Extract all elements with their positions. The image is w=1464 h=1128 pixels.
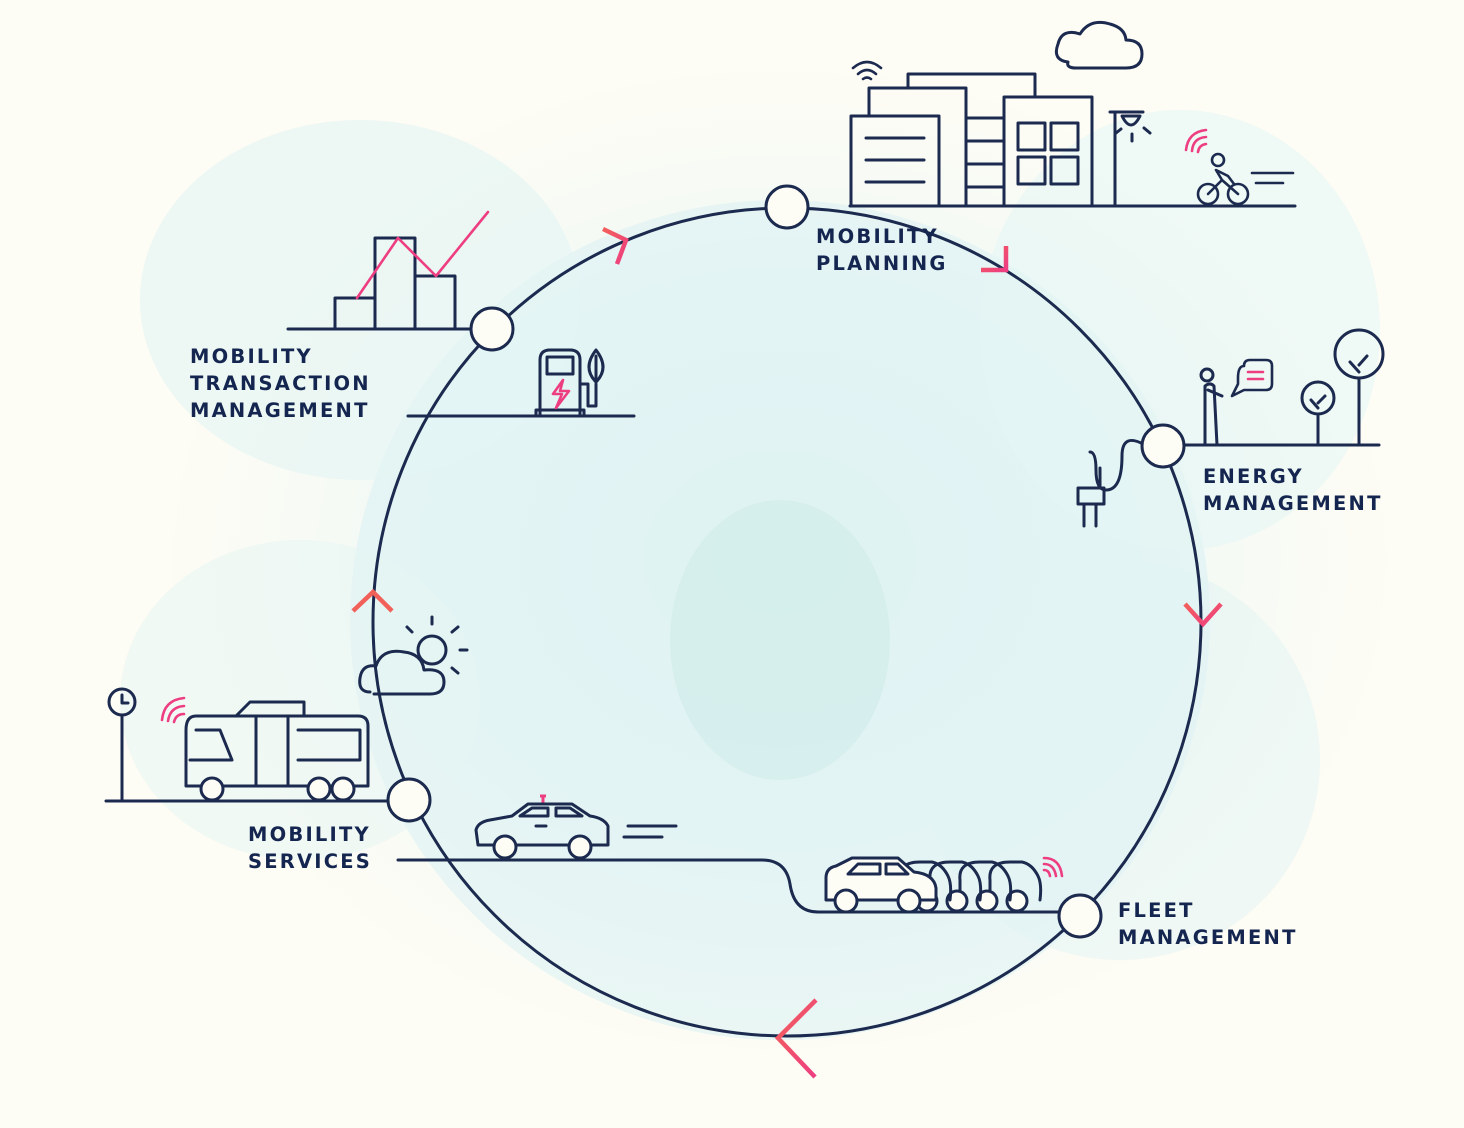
street-lamp-icon <box>1108 110 1152 208</box>
person-with-phone-icon <box>1199 367 1224 447</box>
leaf-icon <box>587 348 605 384</box>
label-line: MANAGEMENT <box>190 399 370 422</box>
label-mobility-services: MOBILITY SERVICES <box>248 821 372 875</box>
chat-bubble-icon <box>1230 358 1274 398</box>
label-line: FLEET <box>1118 899 1195 922</box>
label-line: PLANNING <box>816 252 948 275</box>
cloud-icon <box>1054 20 1144 70</box>
cyclist-icon <box>1184 128 1295 206</box>
power-plug-icon <box>1076 438 1147 528</box>
label-fleet-management: FLEET MANAGEMENT <box>1118 897 1298 951</box>
road-line <box>396 858 1082 914</box>
label-line: SERVICES <box>248 850 373 873</box>
node-mobility-transaction-management[interactable] <box>469 306 515 352</box>
wifi-icon <box>851 60 883 81</box>
bar-chart-icon <box>286 210 490 331</box>
label-line: MOBILITY <box>816 225 939 248</box>
label-line: TRANSACTION <box>190 372 371 395</box>
car-fleet-icon <box>824 856 1064 914</box>
city-buildings-icon <box>848 72 1297 208</box>
node-mobility-planning[interactable] <box>764 184 810 230</box>
label-energy-management: ENERGY MANAGEMENT <box>1203 463 1383 517</box>
tree-icon <box>1180 328 1385 447</box>
bus-icon <box>160 696 370 802</box>
node-fleet-management[interactable] <box>1057 893 1103 939</box>
label-mobility-transaction-management: MOBILITY TRANSACTION MANAGEMENT <box>190 343 371 424</box>
label-line: MANAGEMENT <box>1118 926 1298 949</box>
label-line: ENERGY <box>1203 465 1304 488</box>
label-line: MOBILITY <box>190 345 313 368</box>
direction-arrow-icon <box>351 226 1223 1079</box>
sun-cloud-icon <box>358 615 469 696</box>
node-mobility-services[interactable] <box>386 777 432 823</box>
ev-charger-icon <box>406 348 636 418</box>
label-mobility-planning: MOBILITY PLANNING <box>816 223 948 277</box>
label-line: MOBILITY <box>248 823 371 846</box>
bus-stop-clock-icon <box>104 687 410 803</box>
node-energy-management[interactable] <box>1140 423 1186 469</box>
label-line: MANAGEMENT <box>1203 492 1383 515</box>
taxi-icon <box>474 794 678 860</box>
